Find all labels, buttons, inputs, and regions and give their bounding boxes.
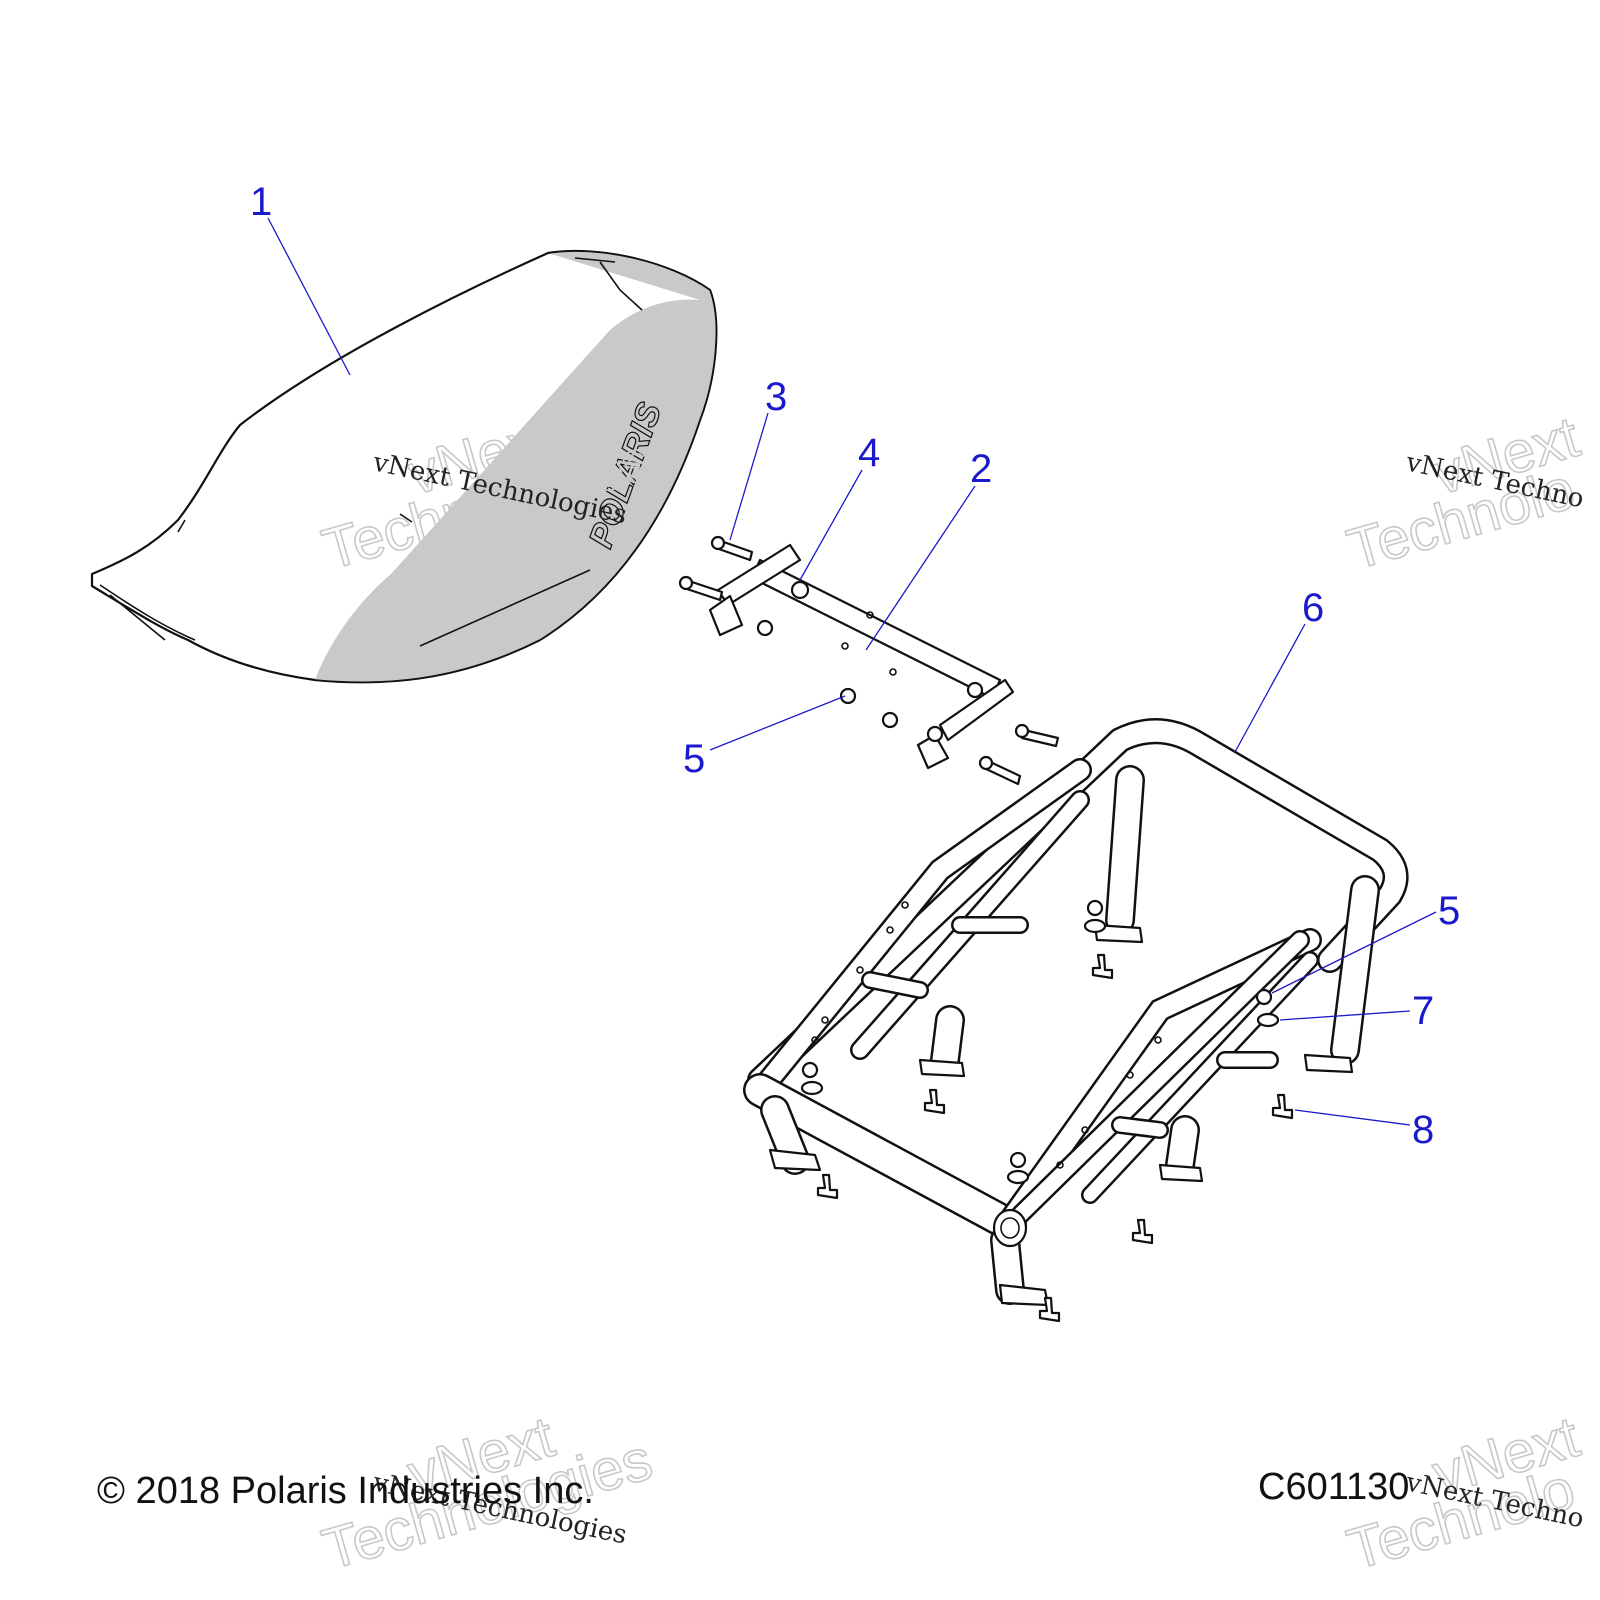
callout-5-upper: 5 [683, 737, 705, 781]
nut-part [756, 580, 984, 743]
leader-lines [267, 217, 1437, 1126]
watermark-bottom-right: vNext Technolo vNext Techno [1340, 1403, 1587, 1583]
callout-1: 1 [250, 180, 272, 224]
callout-6: 6 [1302, 586, 1324, 630]
copyright-text: © 2018 Polaris Industries Inc. [97, 1470, 594, 1512]
callout-4: 4 [858, 431, 880, 475]
seat-part: POLARIS [90, 249, 718, 684]
callout-2: 2 [970, 447, 992, 491]
callout-7: 7 [1412, 989, 1434, 1033]
callout-8: 8 [1412, 1108, 1434, 1152]
callouts: 1 2 3 4 5 5 6 7 8 [250, 180, 1460, 1152]
seat-bracket-part [708, 543, 1015, 770]
seat-frame-part [743, 718, 1409, 1307]
bolt-part [678, 535, 1060, 786]
callout-3: 3 [765, 375, 787, 419]
watermark-top-right: vNext Technolo vNext Techno [1340, 403, 1587, 583]
callout-5-lower: 5 [1438, 889, 1460, 933]
figure-code: C601130 [1258, 1466, 1410, 1508]
frame-fastener-parts [800, 899, 1294, 1323]
